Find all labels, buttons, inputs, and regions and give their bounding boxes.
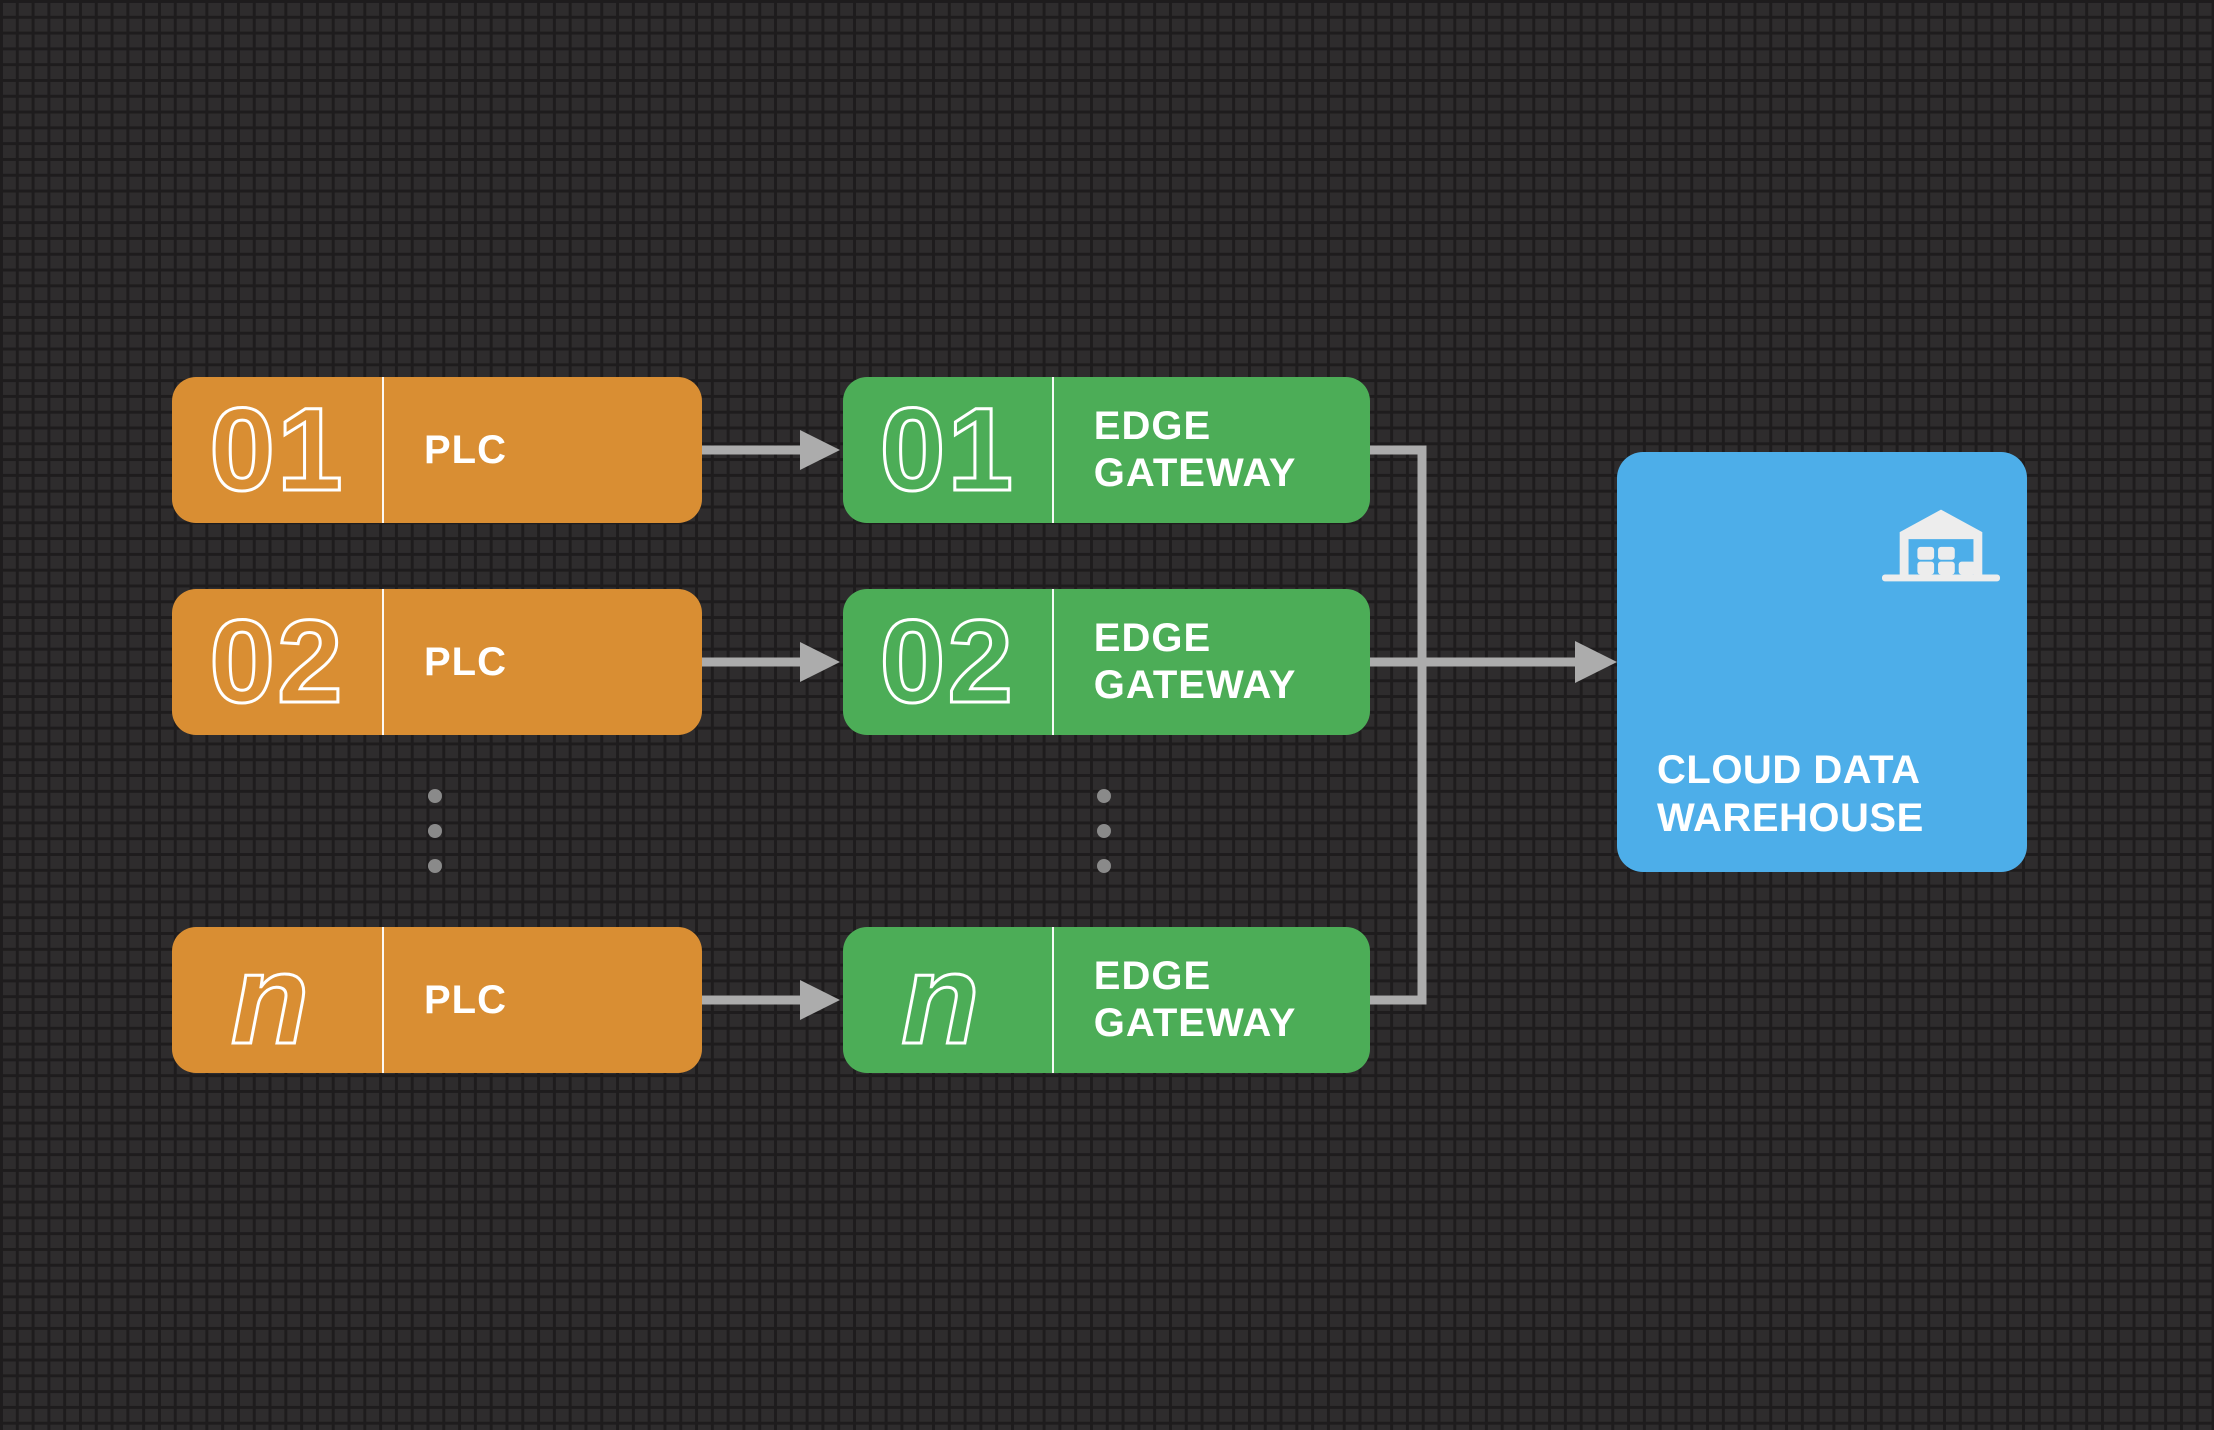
cloud-label-line: CLOUD DATA [1657,748,1921,792]
node-label-cell: PLC [384,377,702,523]
node-number: 01 [878,384,1016,516]
arrowhead-icon [800,430,840,470]
dot-icon [1097,789,1111,803]
ellipsis-dots-gateway-column [1097,789,1111,873]
plc-node-n: n PLC [172,927,702,1073]
dot-icon [428,789,442,803]
arrowhead-icon [1575,641,1617,683]
node-number-cell: 01 [843,377,1054,523]
node-number-cell: 02 [172,589,384,735]
gateway-label-line: GATEWAY [1093,663,1297,707]
gateway-label-line: EDGE [1093,954,1212,998]
node-number: 01 [208,384,345,516]
node-label-cell: EDGE GATEWAY [1054,589,1370,735]
node-label-cell: PLC [384,927,702,1073]
dot-icon [1097,824,1111,838]
gateway-label-line: EDGE [1093,616,1212,660]
gateway-label-line: GATEWAY [1093,451,1297,495]
plc-label: PLC [424,427,507,472]
node-number-cell: 01 [172,377,384,523]
node-number: 02 [208,596,345,728]
cloud-label-line: WAREHOUSE [1657,796,1924,840]
node-label-cell: PLC [384,589,702,735]
warehouse-icon [1882,509,2000,582]
node-number: 02 [878,596,1016,728]
cloud-data-warehouse-node: CLOUD DATA WAREHOUSE [1617,452,2027,872]
plc-node-02: 02 PLC [172,589,702,735]
gateway-merge-bracket [1370,445,1427,1005]
node-number-cell: n [843,927,1054,1073]
edge-gateway-node-n: n EDGE GATEWAY [843,927,1370,1073]
ellipsis-dots-plc-column [428,789,442,873]
arrowhead-icon [800,642,840,682]
node-number-cell: 02 [843,589,1054,735]
edge-gateway-node-02: 02 EDGE GATEWAY [843,589,1370,735]
dot-icon [428,824,442,838]
plc-label: PLC [424,977,507,1022]
dot-icon [428,859,442,873]
plc-label: PLC [424,639,507,684]
gateway-label-line: EDGE [1093,404,1212,448]
dot-icon [1097,859,1111,873]
node-number-cell: n [172,927,384,1073]
cloud-label: CLOUD DATA WAREHOUSE [1657,746,1924,842]
plc-node-01: 01 PLC [172,377,702,523]
node-number: n [229,928,312,1071]
node-number: n [900,928,982,1071]
node-label-cell: EDGE GATEWAY [1054,927,1370,1073]
edge-gateway-node-01: 01 EDGE GATEWAY [843,377,1370,523]
gateway-label-line: GATEWAY [1093,1001,1297,1045]
arrowhead-icon [800,980,840,1020]
node-label-cell: EDGE GATEWAY [1054,377,1370,523]
